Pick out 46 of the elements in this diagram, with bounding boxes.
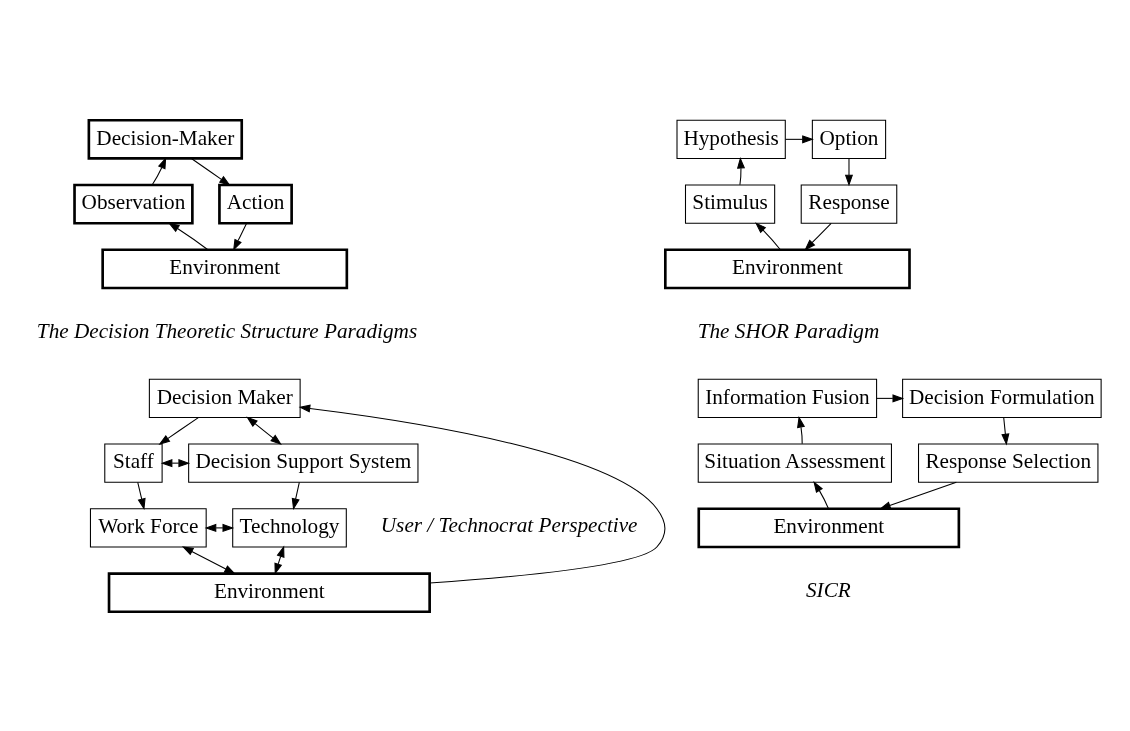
node-box: Observation: [73, 183, 194, 225]
arrow: [158, 416, 199, 445]
node-box: Response: [800, 183, 898, 224]
arrow: [291, 481, 300, 510]
node-box: Situation Assessment: [697, 443, 892, 483]
arrow: [168, 221, 209, 250]
node-box: Environment: [107, 571, 431, 613]
node-box: Environment: [664, 247, 911, 289]
node-box: Decision-Maker: [87, 118, 244, 160]
node-box: Stimulus: [684, 183, 776, 224]
node-box: Hypothesis: [676, 119, 786, 159]
arrow: [233, 222, 248, 251]
arrow: [784, 134, 814, 143]
node-box: Staff: [104, 443, 163, 483]
node-box: Response Selection: [918, 443, 1099, 483]
label: The SHOR Paradigm: [697, 318, 880, 343]
arrow: [298, 403, 666, 584]
arrow: [190, 157, 231, 186]
arrow: [844, 157, 854, 186]
arrow: [755, 221, 781, 250]
arrow: [797, 415, 806, 444]
node-box: Technology: [232, 507, 347, 548]
arrow: [204, 523, 235, 532]
node-box: Work Force: [89, 507, 207, 548]
node-box: Information Fusion: [697, 378, 878, 418]
arrow: [1001, 416, 1010, 445]
node-box: Decision Formulation: [902, 378, 1102, 418]
arrow: [736, 156, 746, 185]
arrow: [181, 545, 236, 574]
arrow: [813, 480, 829, 509]
node-box: Action: [218, 183, 293, 225]
label: User / Technocrat Perspective: [380, 512, 638, 537]
label: The Decision Theoretic Structure Paradigms: [36, 318, 418, 343]
arrow: [274, 545, 285, 575]
arrow: [137, 481, 146, 510]
arrow: [246, 416, 282, 445]
arrow: [804, 222, 832, 251]
node-box: Environment: [697, 506, 961, 548]
arrow: [151, 156, 167, 185]
node-box: Decision Maker: [148, 378, 301, 418]
node-box: Option: [811, 119, 887, 159]
arrow: [160, 458, 191, 467]
node-box: Environment: [101, 247, 349, 289]
node-box: Decision Support System: [188, 443, 419, 483]
arrow: [879, 481, 957, 509]
label: SICR: [805, 577, 851, 602]
